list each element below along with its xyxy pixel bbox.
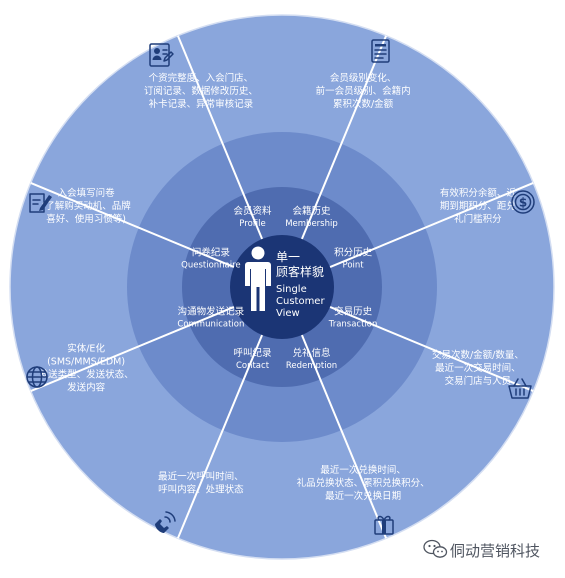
segment-detail-profile: 订阅记录、数据修改历史、 — [144, 85, 258, 97]
segment-detail-redemption: 礼品兑换状态、累积兑换积分、 — [297, 477, 430, 489]
segment-detail-profile: 个资完整度、入会门店、 — [149, 72, 254, 84]
watermark: 侗动营销科技 — [423, 539, 540, 560]
segment-divider — [300, 35, 388, 240]
core-title-en-line2: Customer — [276, 296, 325, 307]
globe-icon — [26, 366, 48, 388]
segment-detail-redemption: 最近一次兑换日期 — [325, 490, 401, 502]
wechat-icon — [423, 539, 448, 558]
segment-label-point: 积分历史 — [334, 247, 373, 259]
core-title-zh-line2: 顾客样貌 — [276, 264, 324, 279]
phone-handset-icon — [155, 511, 176, 533]
segment-detail-transaction: 最近一次交易时间、 — [435, 362, 521, 374]
profile-card-icon — [149, 43, 174, 67]
segment-divider — [176, 35, 264, 240]
segment-detail-redemption: 最近一次兑换时间、 — [320, 464, 406, 476]
segment-detail-communication: 发送内容 — [67, 382, 106, 394]
dollar-coin-icon: $ — [511, 190, 535, 214]
core-title-en-line1: Single — [276, 284, 307, 295]
segment-detail-contact: 最近一次呼叫时间、 — [158, 470, 244, 482]
segment-label-en-contact: Contact — [236, 361, 270, 371]
core-title-en-line3: View — [276, 308, 300, 319]
outer-ring-rim — [9, 14, 555, 560]
segment-label-communication: 沟通物发送记录 — [178, 306, 245, 318]
segment-detail-transaction: 交易门店与人员 — [445, 375, 512, 387]
segment-divider — [300, 334, 388, 539]
segment-detail-transaction: 交易次数/金额/数量、 — [432, 349, 524, 361]
segment-label-membership: 会籍历史 — [292, 205, 331, 217]
core-circle — [230, 235, 334, 339]
segment-label-en-transaction: Transaction — [328, 320, 378, 330]
svg-text:$: $ — [519, 196, 527, 210]
segment-labels: 会员资料 Profile 会籍历史 Membership 积分历史 Point 交易历史 Tr… — [177, 205, 377, 371]
segment-divider — [329, 305, 534, 393]
segment-detail-questionnaire: 入会填写问卷 — [58, 187, 116, 199]
segment-detail-point: 礼门槛积分 — [454, 213, 502, 225]
segment-label-profile: 会员资料 — [233, 205, 272, 217]
segment-label-contact: 呼叫纪录 — [233, 347, 272, 359]
segment-divider — [329, 181, 534, 269]
core-title-zh-line1: 单一 — [276, 250, 300, 264]
document-icon — [371, 39, 390, 63]
segment-detail-profile: 补卡记录、异常审核记录 — [149, 98, 254, 110]
segment-detail-membership: 前一会员级别、会籍内 — [316, 85, 411, 97]
gift-box-icon — [374, 515, 394, 535]
segment-detail-point: 有效积分余额、近 — [440, 187, 517, 199]
segment-detail-membership: 累积次数/金额 — [333, 98, 394, 110]
segment-detail-questionnaire: 喜好、使用习惯等) — [46, 213, 126, 225]
segment-label-questionnaire: 问卷纪录 — [192, 247, 231, 259]
segment-detail-contact: 呼叫内容、处理状态 — [158, 483, 244, 495]
segment-label-en-membership: Membership — [285, 219, 338, 229]
questionnaire-pen-icon — [29, 193, 52, 213]
segment-divider — [30, 305, 235, 393]
segment-detail-questionnaire: (了解购买动机、品牌 — [41, 200, 131, 212]
segment-divider — [176, 334, 264, 539]
segment-label-en-profile: Profile — [239, 219, 265, 229]
segment-detail-communication: (SMS/MMS/EDM) — [47, 357, 125, 368]
person-icon — [245, 246, 271, 311]
segment-label-transaction: 交易历史 — [334, 306, 373, 318]
segment-label-en-questionnaire: Questionnaire — [181, 261, 241, 271]
segment-dividers — [30, 35, 534, 539]
segment-detail-communication: 实体/E化 — [67, 343, 105, 355]
segment-label-en-point: Point — [343, 261, 365, 271]
segment-detail-point: 期到期积分、距兑 — [440, 200, 517, 212]
segment-label-en-communication: Communication — [177, 320, 244, 330]
segment-details: 个资完整度、入会门店、订阅记录、数据修改历史、补卡记录、异常审核记录 会员级别变化… — [39, 72, 524, 502]
segment-divider — [30, 181, 235, 269]
segment-detail-membership: 会员级别变化、 — [330, 72, 397, 84]
segment-label-en-redemption: Redemption — [286, 361, 337, 371]
shopping-basket-icon — [508, 378, 532, 399]
segment-label-redemption: 兑礼信息 — [292, 347, 330, 359]
segment-detail-communication: 发送类型、发送状态、 — [39, 369, 134, 381]
watermark-text: 侗动营销科技 — [450, 542, 540, 560]
